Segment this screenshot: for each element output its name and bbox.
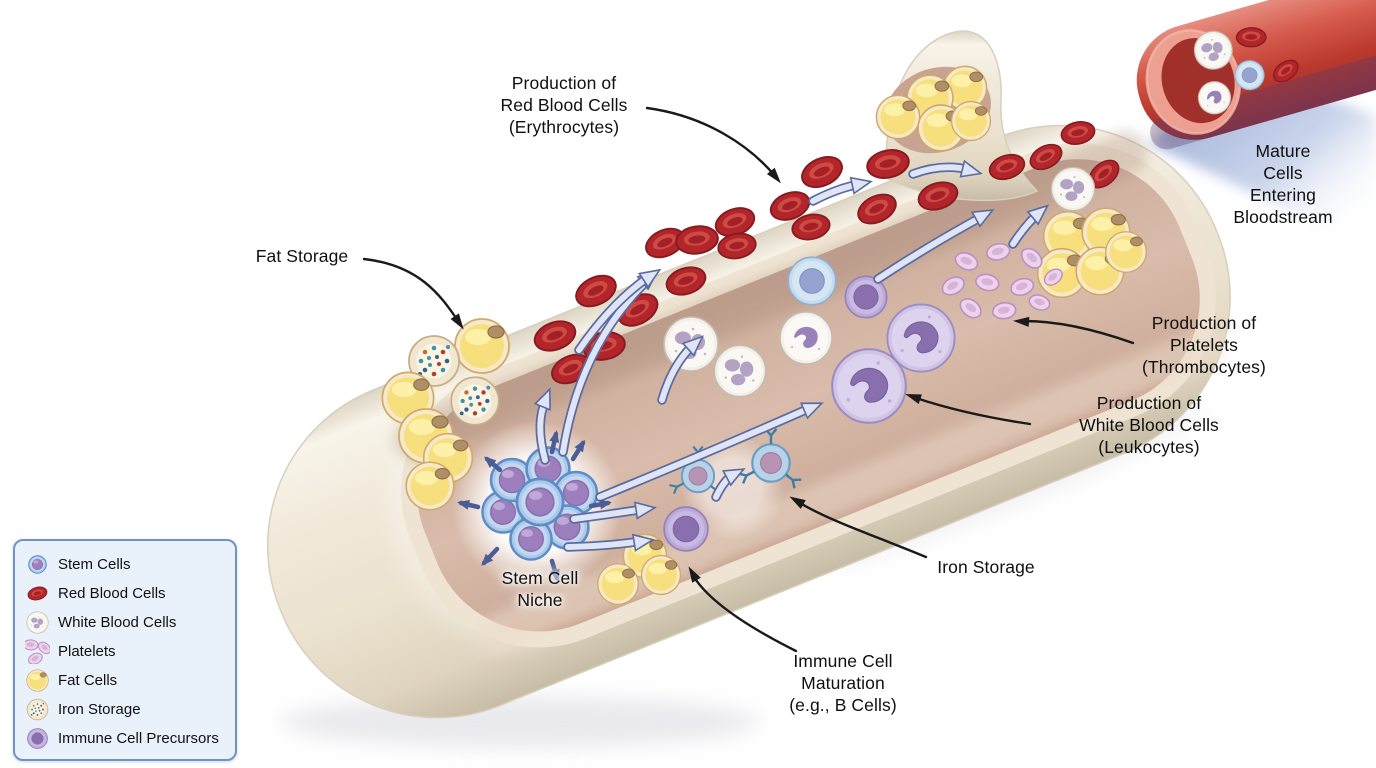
stem-cell-icon <box>28 555 47 574</box>
red-blood-cell <box>1235 26 1267 48</box>
white-blood-cell <box>713 344 767 398</box>
legend-item: White Blood Cells <box>25 608 229 637</box>
label-production-rbc: Production of Red Blood Cells (Erythrocy… <box>500 73 628 138</box>
cell-flow-arrows <box>533 159 1050 552</box>
white-blood-cell <box>779 311 833 365</box>
legend-item-label: Stem Cells <box>58 556 131 573</box>
fat-cell <box>454 318 510 374</box>
legend-item: Iron Storage <box>25 695 229 724</box>
label-stem-cell-niche: Stem Cell Niche <box>501 568 579 611</box>
fat-cell <box>597 563 639 605</box>
fat-cell <box>950 100 992 142</box>
flow-arrowhead <box>849 176 873 195</box>
flow-arrowhead <box>631 533 656 552</box>
label-arrowhead <box>905 394 922 404</box>
white-blood-cell <box>1050 166 1096 212</box>
label-arrowhead <box>1013 316 1030 327</box>
immune-cell-precursor-icon <box>27 728 48 749</box>
label-mature-cells: Mature Cells Entering Bloodstream <box>1233 141 1333 228</box>
flow-arrowhead <box>1026 204 1050 226</box>
flow-arrowhead <box>638 268 662 289</box>
stem-niche-arrows <box>457 430 612 582</box>
white-blood-cell-icon <box>26 611 49 634</box>
stem-cell <box>515 477 565 527</box>
flow-arrowhead <box>800 402 824 420</box>
legend-item: Stem Cells <box>25 550 229 579</box>
flow-arrowhead <box>681 335 705 357</box>
platelet-icon <box>25 639 50 664</box>
label-iron-storage: Iron Storage <box>937 557 1035 577</box>
blood-vessel <box>1136 0 1376 254</box>
legend-item: Platelets <box>25 637 229 666</box>
flow-arrowhead <box>959 159 983 178</box>
immune-cell-precursor <box>663 506 709 552</box>
legend-item: Immune Cell Precursors <box>25 724 229 753</box>
red-blood-cell-icon <box>26 584 49 603</box>
label-arrowhead <box>766 167 781 184</box>
fat-cell <box>875 94 921 140</box>
label-fat-storage: Fat Storage <box>255 246 349 266</box>
legend-item-label: Platelets <box>58 643 116 660</box>
red-blood-cell <box>673 222 721 258</box>
legend-item: Fat Cells <box>25 666 229 695</box>
legend-item-label: Fat Cells <box>58 672 118 689</box>
label-immune-maturation: Immune Cell Maturation (e.g., B Cells) <box>789 651 897 716</box>
label-production-wbc: Production of White Blood Cells (Leukocy… <box>1079 393 1219 458</box>
legend-item-label: Immune Cell Precursors <box>58 730 219 747</box>
white-blood-cell <box>831 348 907 424</box>
label-arrowhead <box>688 566 701 583</box>
iron-storage-icon <box>26 698 49 721</box>
iron-storage-cell <box>450 376 500 426</box>
legend-item-label: Iron Storage <box>58 701 141 718</box>
fat-cell-icon <box>26 669 49 692</box>
fat-cell <box>405 461 455 511</box>
legend-item-label: Red Blood Cells <box>58 585 166 602</box>
flow-arrowhead <box>634 501 658 520</box>
flow-arrowhead <box>721 468 746 487</box>
fat-cell <box>640 554 682 596</box>
label-arrowhead <box>789 496 806 509</box>
flow-arrowhead <box>533 387 551 411</box>
label-production-platelets: Production of Platelets (Thrombocytes) <box>1142 313 1266 378</box>
white-blood-cell-precursor <box>787 256 837 306</box>
fat-cell <box>1105 231 1147 273</box>
label-arrowhead <box>450 313 464 330</box>
legend-item: Red Blood Cells <box>25 579 229 608</box>
flow-arrowhead <box>970 209 995 228</box>
legend-item-label: White Blood Cells <box>58 614 177 631</box>
label-pointer-arrows <box>362 106 1135 653</box>
